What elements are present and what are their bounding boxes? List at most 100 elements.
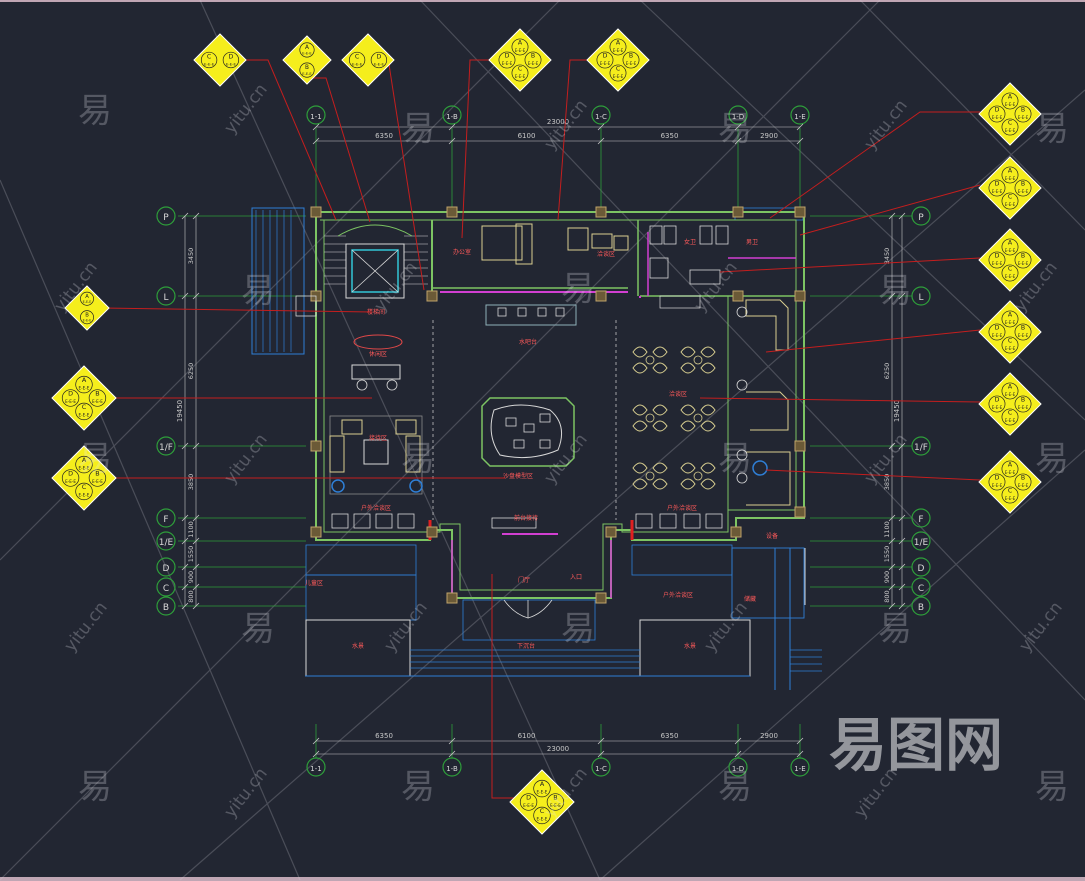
tag-letter: A bbox=[1008, 240, 1013, 247]
watermark-char: 易 bbox=[78, 91, 112, 131]
label-equipment: 设备 bbox=[766, 532, 778, 540]
tag-letter: A bbox=[1008, 168, 1013, 175]
tag-letter: D bbox=[377, 53, 382, 60]
axis-bubble-label: C bbox=[163, 584, 169, 594]
structural-column bbox=[595, 592, 607, 604]
table-chair bbox=[652, 462, 668, 474]
elevation-leader bbox=[765, 329, 981, 353]
axis-bubble-circle bbox=[156, 596, 176, 616]
axis-bubble-label: 1/E bbox=[914, 538, 929, 548]
watermark-char: 易 bbox=[401, 767, 435, 807]
axis-bubble-label: 1/E bbox=[159, 538, 174, 548]
dim-tick bbox=[181, 563, 189, 571]
dim-span-label: 2900 bbox=[760, 132, 778, 140]
axis-bubble-label: P bbox=[163, 213, 169, 223]
elevation-leader bbox=[310, 77, 371, 223]
tag-letter: A bbox=[540, 780, 545, 788]
tag-circle bbox=[1001, 238, 1019, 256]
building-block-model bbox=[513, 439, 525, 449]
table-chair bbox=[652, 346, 668, 358]
dim-total-label: 19450 bbox=[893, 400, 901, 422]
interior-wall-outline bbox=[320, 219, 797, 591]
booth-sofa bbox=[746, 391, 789, 431]
tag-letter: A bbox=[518, 40, 523, 47]
tag-code: E-E-E bbox=[1005, 176, 1016, 181]
tag-letter: C bbox=[82, 483, 87, 491]
tag-circle bbox=[1014, 105, 1032, 123]
table-top bbox=[645, 355, 655, 365]
planter-left bbox=[305, 544, 417, 576]
axis-bubble-circle bbox=[911, 206, 931, 226]
dim-span-label: 6250 bbox=[187, 363, 195, 380]
table-chair bbox=[700, 478, 716, 490]
tag-code: E-E-E bbox=[83, 319, 92, 323]
tag-circle bbox=[988, 105, 1006, 123]
tag-code: E-E-E bbox=[515, 48, 526, 53]
reception-coffee-table bbox=[363, 439, 389, 465]
table-chair bbox=[700, 420, 716, 432]
sofa-left bbox=[329, 435, 345, 473]
watermark-site: yitu.cn bbox=[690, 258, 741, 316]
axis-bubble-circle bbox=[156, 436, 176, 456]
entrance-door-swing bbox=[503, 599, 529, 619]
dim-tick bbox=[597, 737, 605, 745]
tag-letter: D bbox=[995, 181, 1000, 188]
axis-bubble-circle bbox=[156, 531, 176, 551]
dim-span-label: 6250 bbox=[883, 363, 891, 380]
table-chair bbox=[700, 362, 716, 374]
dim-tick bbox=[181, 583, 189, 591]
watermark-site: yitu.cn bbox=[540, 430, 591, 488]
tag-code: E-E-E bbox=[992, 115, 1003, 120]
tag-code: E-E-E bbox=[537, 790, 548, 795]
window-seat bbox=[659, 513, 677, 529]
dim-tick bbox=[181, 212, 189, 220]
booth-chair bbox=[736, 379, 748, 391]
table-chair bbox=[700, 346, 716, 358]
dim-tick bbox=[312, 737, 320, 745]
tag-circle bbox=[348, 51, 366, 69]
watermark-char: 易 bbox=[78, 767, 112, 807]
axis-bubble-circle bbox=[156, 206, 176, 226]
structural-column bbox=[605, 526, 617, 538]
toilet-cubicle bbox=[663, 225, 677, 245]
dim-tick bbox=[448, 750, 456, 758]
axis-bubble-label: C bbox=[918, 584, 924, 594]
axis-bubble-label: 1-1 bbox=[310, 765, 321, 773]
elevation-leader bbox=[699, 397, 981, 403]
dim-tick bbox=[796, 750, 804, 758]
tag-code: E-E-E bbox=[226, 62, 237, 67]
dim-tick bbox=[888, 292, 896, 300]
dim-span-label: 3450 bbox=[883, 248, 891, 265]
dim-tick bbox=[888, 537, 896, 545]
elevation-leader bbox=[246, 59, 337, 221]
bar-stool bbox=[497, 307, 507, 317]
tag-circle bbox=[80, 291, 94, 306]
axis-bubble-circle bbox=[156, 577, 176, 597]
axis-bubble-label: 1-D bbox=[732, 113, 744, 121]
tag-right-5: AE-E-EBE-E-ECE-E-EDE-E-E bbox=[978, 372, 1042, 436]
dim-span-label: 900 bbox=[883, 571, 891, 583]
dim-tick bbox=[312, 123, 320, 131]
axis-bubble-right: C bbox=[911, 577, 931, 597]
table-chair bbox=[632, 420, 648, 432]
dim-tick bbox=[181, 442, 189, 450]
tag-diamond bbox=[978, 156, 1042, 220]
tag-circle bbox=[1001, 408, 1019, 426]
window-seat bbox=[683, 513, 701, 529]
tag-code: E-E-E bbox=[352, 62, 363, 67]
tag-circle bbox=[519, 793, 538, 811]
tag-letter: D bbox=[995, 253, 1000, 260]
tag-code: E-E-E bbox=[1018, 261, 1029, 266]
axis-bubble-label: L bbox=[163, 293, 168, 303]
tag-letter: B bbox=[305, 65, 309, 71]
watermark-diagonal bbox=[179, 89, 1085, 881]
watermark-diagonal bbox=[0, 179, 301, 881]
label-office: 办公室 bbox=[453, 248, 471, 256]
dim-span-label: 2900 bbox=[760, 732, 778, 740]
tag-circle bbox=[299, 42, 315, 58]
table-top bbox=[645, 471, 655, 481]
booth-sofa bbox=[745, 299, 789, 351]
tag-code: E-E-E bbox=[302, 72, 312, 76]
watermark-char: 易 bbox=[561, 269, 595, 309]
